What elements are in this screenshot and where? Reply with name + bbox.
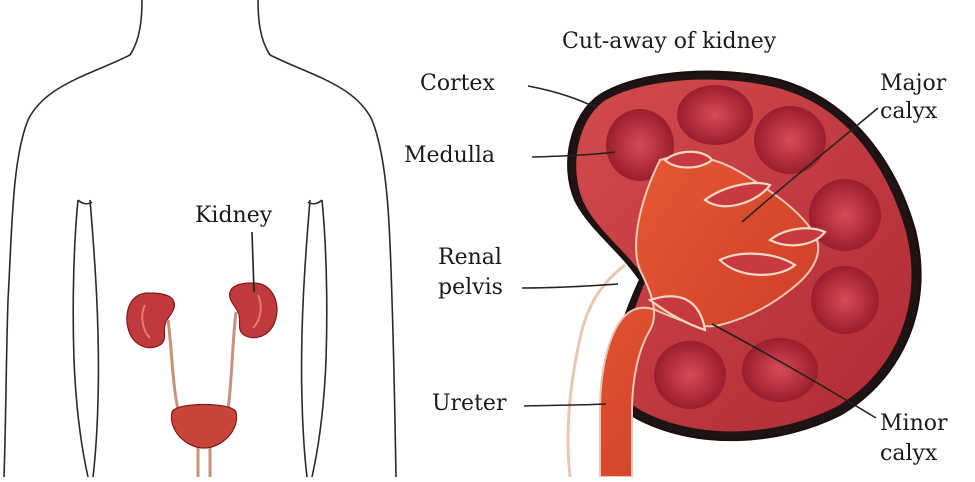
cortex-leader — [528, 86, 597, 108]
cutaway-title: Cut-away of kidney — [562, 29, 777, 54]
label-medulla: Medulla — [404, 143, 495, 168]
ureter-leader — [524, 404, 606, 406]
bladder — [171, 405, 236, 478]
label-minor: Minor — [880, 411, 948, 436]
kidney-label: Kidney — [195, 203, 273, 228]
label-cortex: Cortex — [420, 71, 495, 96]
label-major-calyx: calyx — [880, 99, 938, 124]
label-major: Major — [880, 71, 947, 96]
ureters-small — [168, 312, 236, 410]
label-ureter: Ureter — [432, 391, 507, 416]
label-minor-calyx: calyx — [880, 441, 938, 466]
label-renal: Renal — [438, 245, 502, 270]
label-pelvis: pelvis — [438, 275, 503, 300]
